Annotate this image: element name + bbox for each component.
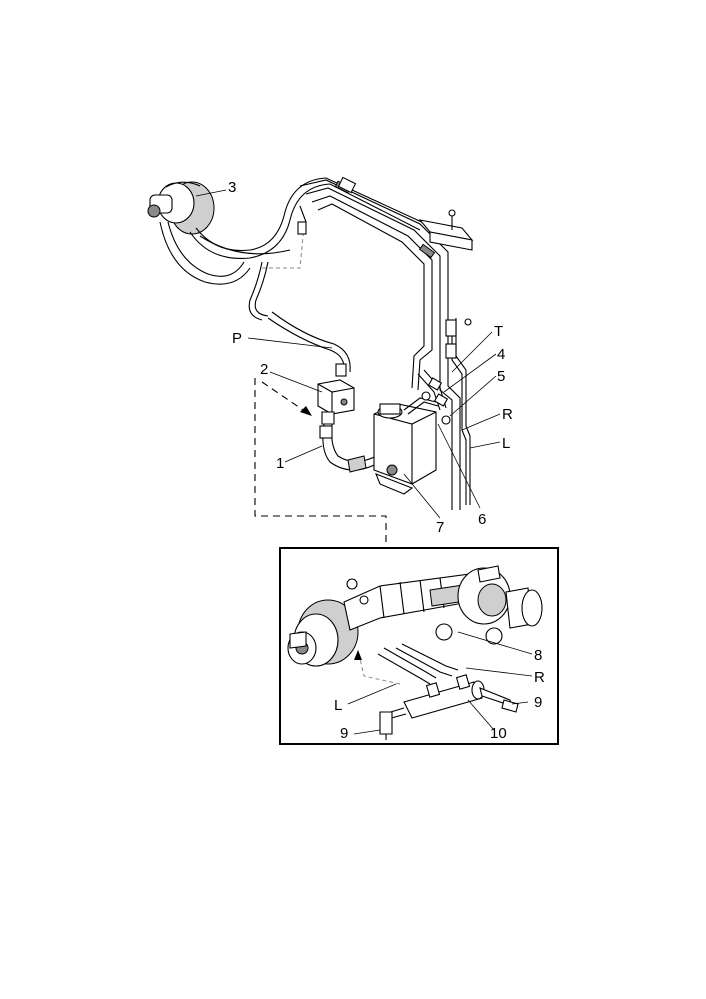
callout-4: 4 xyxy=(497,346,505,363)
inset-reference-dashes xyxy=(254,378,387,548)
callout-8: 8 xyxy=(534,647,542,664)
callout-L-lower: L xyxy=(334,697,342,714)
callout-7: 7 xyxy=(436,519,444,536)
return-fittings xyxy=(417,369,451,425)
callout-T: T xyxy=(494,323,503,340)
callout-L-upper: L xyxy=(502,435,510,452)
callout-9-right: 9 xyxy=(534,694,542,711)
callout-5: 5 xyxy=(497,368,505,385)
leader-lines-lower xyxy=(347,631,533,735)
callout-10: 10 xyxy=(490,725,507,742)
callout-3: 3 xyxy=(228,179,236,196)
callout-P: P xyxy=(232,330,242,347)
cylinder-hoses xyxy=(354,643,459,685)
front-axle xyxy=(287,565,543,667)
callout-R-upper: R xyxy=(502,406,513,423)
ball-joints-9 xyxy=(379,699,519,740)
leader-lines-upper xyxy=(195,189,501,519)
steering-valve-3 xyxy=(147,181,215,235)
pressure-line-P xyxy=(267,311,351,377)
callout-6: 6 xyxy=(478,511,486,528)
callout-1: 1 xyxy=(276,455,284,472)
callout-R-lower: R xyxy=(534,669,545,686)
callout-2: 2 xyxy=(260,361,268,378)
reservoir-7 xyxy=(373,391,439,495)
frame-bracket xyxy=(418,209,474,251)
callout-9-left: 9 xyxy=(340,725,348,742)
pipe-bundle xyxy=(297,176,449,322)
suction-hose-1 xyxy=(319,423,381,473)
pump-2 xyxy=(317,379,355,425)
